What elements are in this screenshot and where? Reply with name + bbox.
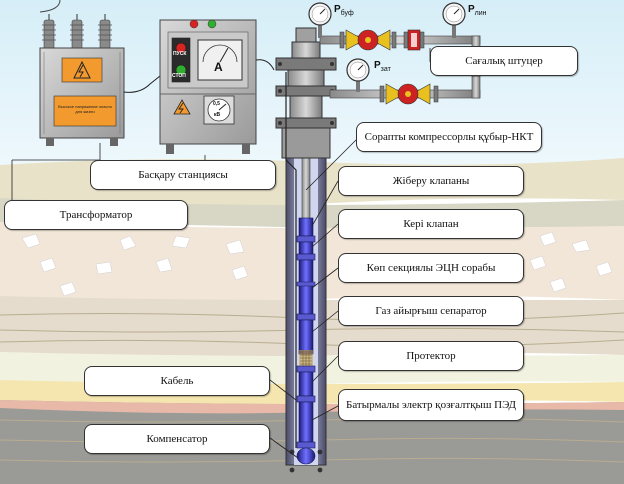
wellhead-cable [255,59,275,71]
label-control-station: Басқару станциясы [90,160,276,190]
rocks [21,231,613,297]
motor-body [298,401,314,443]
leader-lines [11,48,431,459]
gauge-zat [346,58,370,82]
warning-plate-text: Высокое напряжение опасно для жизни [58,104,112,114]
valve-lower [385,83,431,105]
valve-upper-1 [345,29,391,51]
gauge-buf [308,2,332,26]
label-transformer: Трансформатор [4,200,188,230]
gauge-label-zat: Pзат [374,60,391,73]
gauge-label-buf: Pбуф [334,4,354,17]
label-check-valve: Кері клапан [338,209,524,239]
separator-body [298,319,314,355]
ammeter-unit: A [214,60,223,74]
choke [407,29,421,51]
label-cable: Кабель [84,366,270,396]
gauge-label-lin: Pлин [468,4,487,17]
label-pump-tubing: Сорапты компрессорлы құбыр-НКТ [356,122,542,152]
wellhead [275,27,337,159]
ohmmeter-unit: 0,5 [213,101,220,107]
transformer [39,14,125,146]
stop-label: СТОП [172,73,186,79]
gauge-lin [442,2,466,26]
protector-body [298,371,314,397]
label-release-valve: Жібeру клапаны [338,166,524,196]
control-station [159,19,257,154]
green-lamp [207,19,217,29]
red-lamp [189,19,199,29]
pump-body [298,259,314,315]
voltmeter-unit: кВ [214,112,221,118]
label-flow-choke: Сағалық штуцер [430,46,578,76]
release-valve-body [298,217,314,237]
stop-button[interactable] [175,42,187,54]
pump-string [296,217,316,465]
label-compensator: Компенсатор [84,424,270,454]
label-gas-separator: Газ айырғыш сепаратор [338,296,524,326]
start-button[interactable] [175,64,187,76]
compensator-body [296,447,316,465]
power-line [39,0,61,13]
station-cable [123,75,161,93]
check-valve-body [298,241,314,255]
label-protector: Протектор [338,341,524,371]
start-label: ПУСК [173,51,187,57]
label-multistage-pump: Көп секциялы ЭЦН сорабы [338,253,524,283]
label-submersible-motor: Батырмалы электр қозғалтқыш ПЭД [338,389,524,421]
downhole-cable [285,72,297,448]
